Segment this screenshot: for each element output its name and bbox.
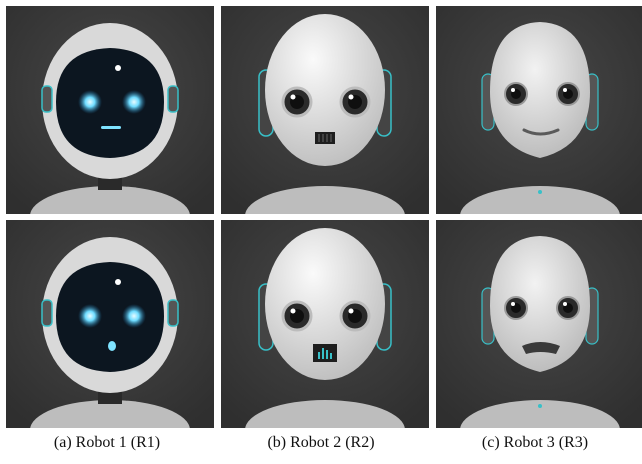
robot-head [265, 228, 385, 380]
caption-robot2: (b) Robot 2 (R2) [267, 434, 375, 451]
robot-body [245, 186, 405, 214]
robot-face [490, 22, 590, 158]
caption-robot1: (a) Robot 1 (R1) [53, 434, 161, 451]
robot-visor [56, 48, 164, 158]
mouth-open-icon [522, 342, 560, 354]
robot-body [30, 186, 190, 214]
robot-body [460, 400, 620, 428]
robot-face [490, 236, 590, 372]
photo-robot3-neutral [436, 6, 642, 214]
photo-robot2-neutral [221, 6, 429, 214]
left-eye-icon [78, 304, 102, 328]
robot-head [265, 14, 385, 166]
robot-visor [56, 262, 164, 372]
mouth-grille-icon [315, 132, 335, 144]
photo-robot1-neutral [6, 6, 214, 214]
right-eye-icon [122, 304, 146, 328]
photo-robot1-expression [6, 220, 214, 428]
mouth-open-grille-icon [313, 344, 337, 362]
robot-body [460, 186, 620, 214]
robot-body [30, 400, 190, 428]
caption-robot3: (c) Robot 3 (R3) [481, 434, 589, 451]
mouth-dot-icon [108, 341, 116, 351]
mouth-smile-icon [522, 128, 560, 136]
left-eye-icon [78, 90, 102, 114]
robot-body [245, 400, 405, 428]
photo-robot3-expression [436, 220, 642, 428]
photo-robot2-expression [221, 220, 429, 428]
mouth-line-icon [101, 126, 121, 129]
right-eye-icon [122, 90, 146, 114]
